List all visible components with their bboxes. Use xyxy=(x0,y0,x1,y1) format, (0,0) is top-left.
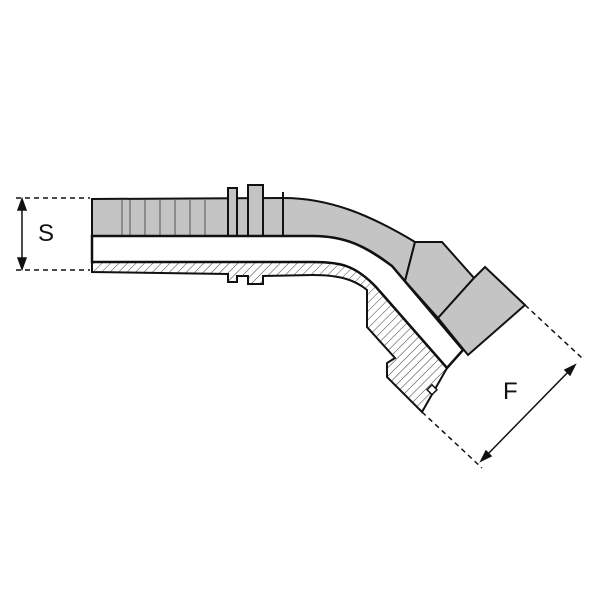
section-hatch xyxy=(91,261,449,414)
dimension-f-label: F xyxy=(503,378,518,405)
collar-ridge xyxy=(247,184,264,237)
dimension-s-label: S xyxy=(38,220,55,247)
collar-ridge xyxy=(227,187,238,237)
dimension-s xyxy=(16,196,90,272)
dimension-f xyxy=(421,304,583,469)
